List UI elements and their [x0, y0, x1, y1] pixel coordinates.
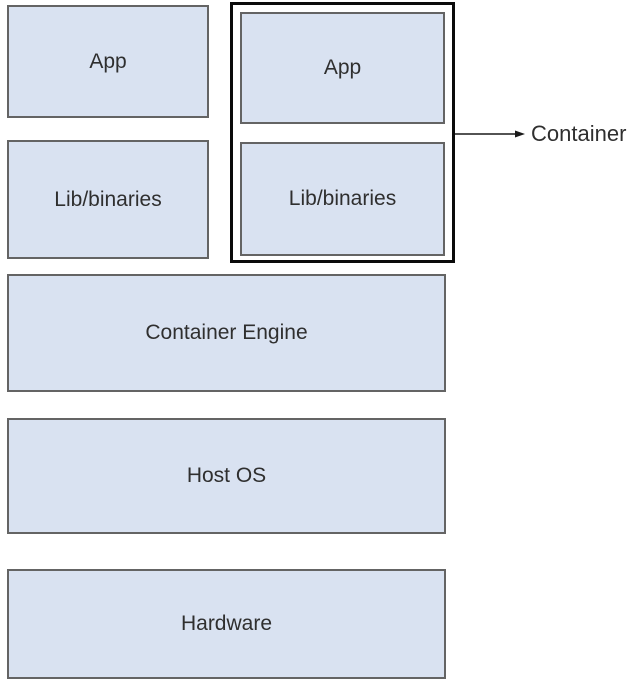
- box-label: Lib/binaries: [288, 187, 397, 210]
- box-hardware: Hardware: [7, 569, 446, 679]
- box-label: Container Engine: [145, 321, 308, 344]
- box-label: Hardware: [180, 612, 273, 635]
- box-host-os: Host OS: [7, 418, 446, 534]
- box-lib-binaries-container: Lib/binaries: [240, 142, 445, 256]
- box-label: Host OS: [186, 464, 267, 487]
- box-label: App: [323, 56, 362, 79]
- container-group-outline: App Lib/binaries: [230, 2, 455, 263]
- box-label: App: [89, 49, 127, 73]
- box-label: Lib/binaries: [54, 187, 162, 211]
- box-app-container: App: [240, 12, 445, 124]
- container-callout-arrow-icon: [455, 130, 525, 138]
- box-lib-binaries-left: Lib/binaries: [7, 140, 209, 259]
- container-callout-label: Container: [531, 121, 627, 146]
- box-container-engine: Container Engine: [7, 274, 446, 392]
- box-app-left: App: [7, 5, 209, 118]
